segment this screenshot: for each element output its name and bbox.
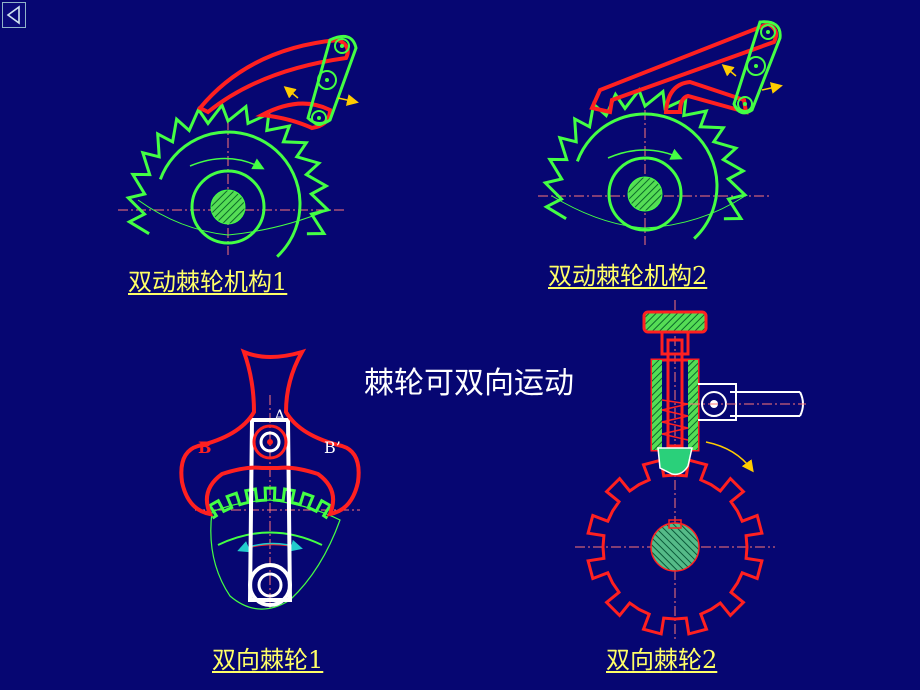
hub-circle xyxy=(607,156,683,232)
spring xyxy=(661,399,689,441)
back-button[interactable] xyxy=(2,2,26,28)
wheel-outline xyxy=(210,499,341,610)
knob xyxy=(642,310,708,334)
ratchet-wheel-2 xyxy=(542,87,748,221)
square-teeth xyxy=(207,486,333,520)
label-b-prime: B’ xyxy=(324,438,341,457)
support-arm xyxy=(698,383,737,421)
shaft-section xyxy=(210,189,246,225)
ratchet-wheel-1 xyxy=(125,102,331,236)
label-a: A xyxy=(274,406,286,425)
pivot-a xyxy=(252,424,288,460)
inner-circle xyxy=(154,130,302,278)
spur-ratchet-wheel xyxy=(586,458,764,636)
center-note: 棘轮可双向运动 xyxy=(364,366,574,401)
caption-double-acting-2[interactable]: 双动棘轮机构2 xyxy=(548,262,708,290)
lever-2 xyxy=(732,20,782,115)
caption-bidirectional-2[interactable]: 双向棘轮2 xyxy=(606,646,718,674)
caption-bidirectional-1[interactable]: 双向棘轮1 xyxy=(212,646,324,674)
bidirectional-ratchet-2 xyxy=(575,300,806,640)
inner-circle xyxy=(571,112,719,260)
double-acting-ratchet-2 xyxy=(538,20,783,260)
plunger-rod xyxy=(666,338,684,448)
double-acting-ratchet-1 xyxy=(118,34,359,278)
arm-bottom-pin xyxy=(248,563,292,607)
shaft-section xyxy=(650,522,700,572)
upper-pawl-1 xyxy=(196,37,350,115)
arm-body xyxy=(247,418,293,602)
label-b: B xyxy=(198,438,212,457)
lower-pawl-2 xyxy=(663,79,749,115)
shaft-section xyxy=(627,176,663,212)
pawl-tip xyxy=(657,447,693,476)
bidirectional-ratchet-1 xyxy=(179,348,361,610)
triangle-left-icon xyxy=(6,5,20,25)
reversible-pawl xyxy=(179,348,361,517)
hub-circle xyxy=(190,169,266,245)
caption-double-acting-1[interactable]: 双动棘轮机构1 xyxy=(128,268,288,296)
